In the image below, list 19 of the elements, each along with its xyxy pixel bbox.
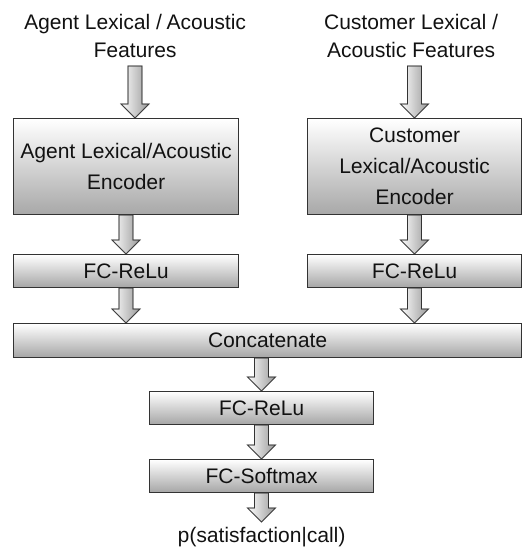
block-arrow [110, 214, 142, 255]
layer-box: FC-ReLu [13, 254, 239, 288]
block-arrow [120, 66, 150, 119]
block-arrow [246, 358, 277, 392]
io-label: p(satisfaction|call) [140, 522, 383, 550]
block-arrow [246, 492, 277, 523]
block-arrow [399, 288, 430, 324]
block-arrow [110, 288, 142, 324]
block-arrow [399, 214, 430, 255]
layer-box: Customer Lexical/Acoustic Encoder [307, 118, 522, 215]
io-label: Customer Lexical / Acoustic Features [300, 8, 522, 66]
layer-box: FC-ReLu [149, 391, 374, 425]
block-arrow [246, 424, 277, 460]
layer-box: Concatenate [13, 323, 522, 358]
io-label: Agent Lexical / Acoustic Features [22, 8, 248, 66]
layer-box: FC-ReLu [307, 254, 522, 288]
layer-box: Agent Lexical/Acoustic Encoder [13, 118, 239, 215]
block-arrow [399, 66, 430, 119]
layer-box: FC-Softmax [149, 459, 374, 493]
